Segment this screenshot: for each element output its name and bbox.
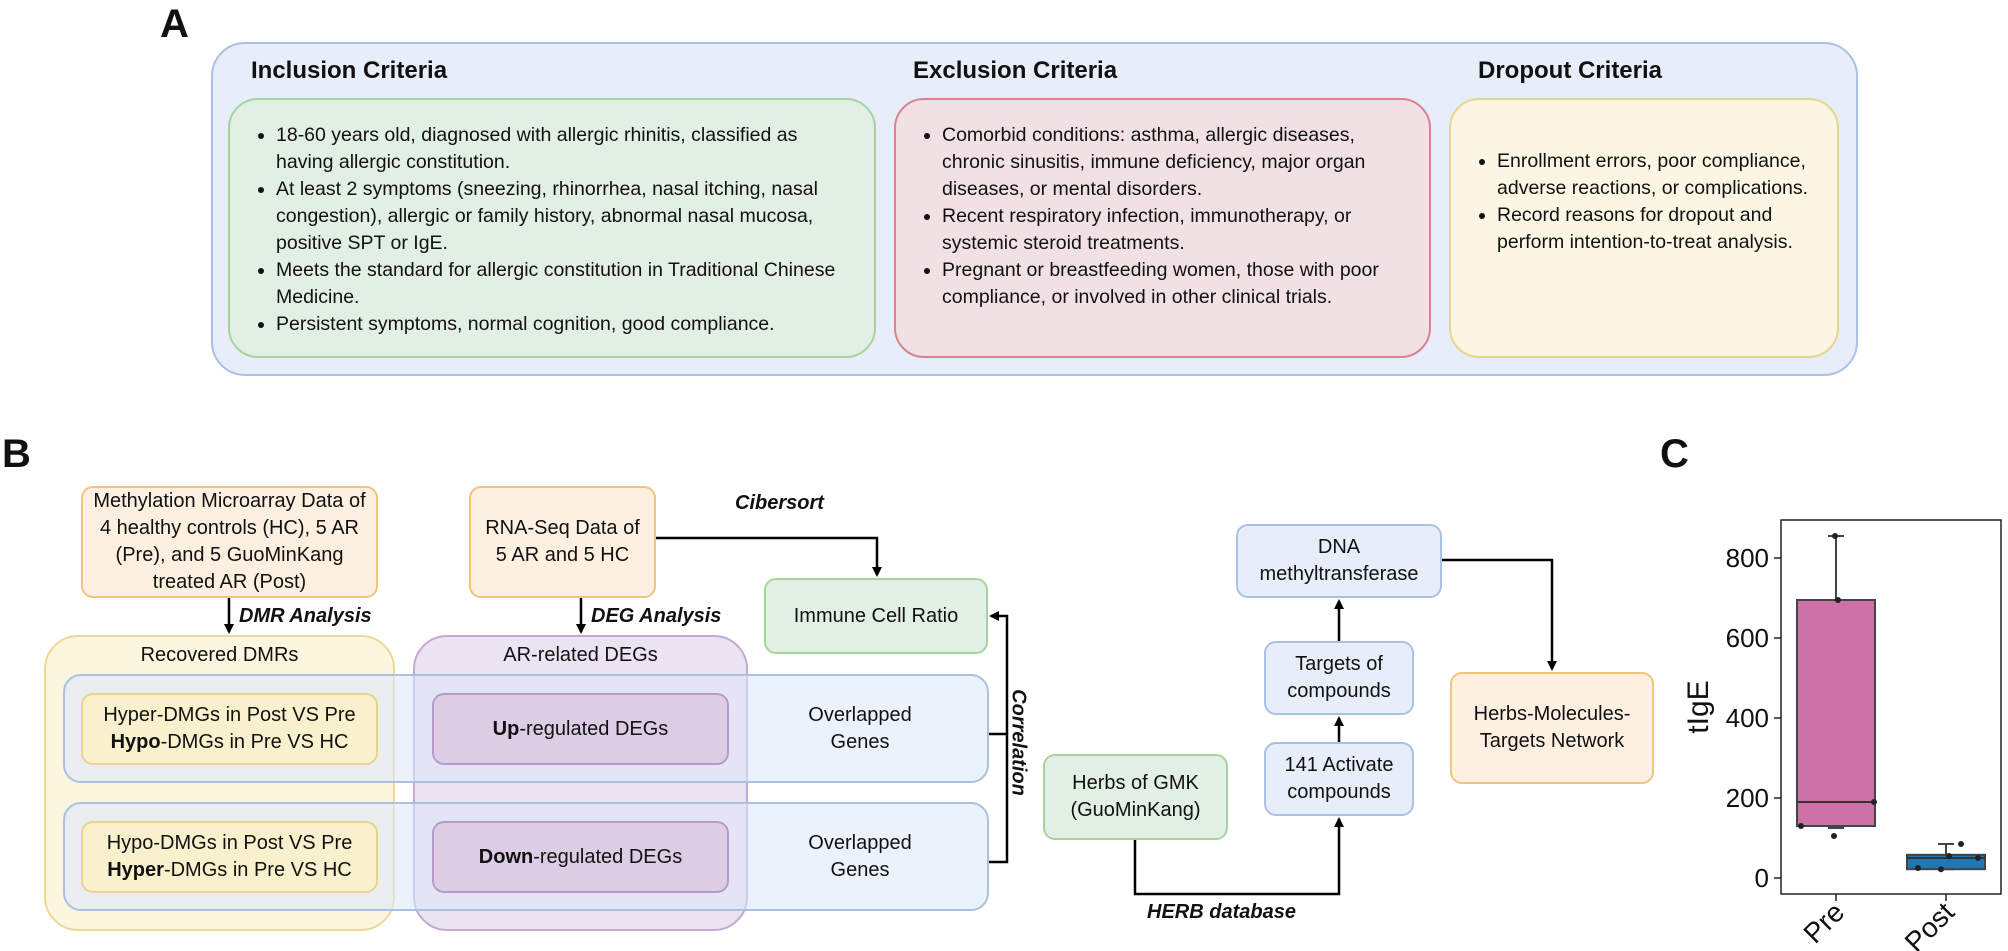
exclusion-title: Exclusion Criteria bbox=[913, 57, 1118, 84]
exclusion-item: Pregnant or breastfeeding women, those w… bbox=[942, 257, 1409, 311]
box-pre bbox=[1796, 599, 1876, 827]
arrow-herb-db bbox=[1133, 817, 1344, 896]
immune-cell-ratio-text: Immune Cell Ratio bbox=[793, 604, 959, 627]
exclusion-item: Comorbid conditions: asthma, allergic di… bbox=[942, 122, 1409, 203]
y-tick-label: 400 bbox=[1726, 703, 1769, 733]
targets-text: Targets of compounds bbox=[1287, 653, 1391, 702]
dmr-analysis-label: DMR Analysis bbox=[239, 605, 372, 627]
data-point bbox=[1915, 865, 1921, 871]
hyper-dmgs-line2-rest: -DMGs in Pre VS HC bbox=[160, 731, 349, 753]
hypo-dmgs-line2-rest: -DMGs in Pre VS HC bbox=[163, 859, 352, 881]
data-point bbox=[1946, 853, 1952, 859]
down-bold: Down bbox=[478, 845, 534, 868]
plot-frame bbox=[1780, 519, 2002, 895]
y-tick-label: 200 bbox=[1726, 783, 1769, 813]
down-regulated-degs-box: Down-regulated DEGs bbox=[432, 821, 729, 893]
arrow-correlation bbox=[989, 732, 1009, 864]
network-text: Herbs-Molecules-Targets Network bbox=[1473, 703, 1631, 752]
immune-cell-ratio-box: Immune Cell Ratio bbox=[764, 578, 988, 654]
dropout-title: Dropout Criteria bbox=[1478, 57, 1663, 84]
overlapped-genes-up: Overlapped Genes bbox=[780, 696, 940, 762]
up-bold: Up bbox=[492, 717, 520, 740]
hypo-bold: Hypo bbox=[110, 731, 161, 753]
methylation-data-text: Methylation Microarray Data of 4 healthy… bbox=[93, 490, 366, 593]
inclusion-item: At least 2 symptoms (sneezing, rhinorrhe… bbox=[276, 176, 854, 257]
hypo-dmgs-box: Hypo-DMGs in Post VS Pre Hyper-DMGs in P… bbox=[81, 821, 378, 893]
up-regulated-degs-box: Up-regulated DEGs bbox=[432, 693, 729, 765]
dropout-box: Enrollment errors, poor compliance, adve… bbox=[1449, 98, 1839, 358]
inclusion-box: 18-60 years old, diagnosed with allergic… bbox=[228, 98, 876, 358]
data-point bbox=[1832, 533, 1838, 539]
dna-methyltransferase-box: DNA methyltransferase bbox=[1236, 524, 1442, 598]
active-compounds-text: 141 Activate compounds bbox=[1284, 754, 1394, 803]
inclusion-item: Meets the standard for allergic constitu… bbox=[276, 257, 854, 311]
panel-label-b: B bbox=[2, 432, 31, 476]
arrow-correlation-up bbox=[989, 611, 1009, 734]
tige-boxplot: 0 200 400 600 800 tIgE Pre Post bbox=[1682, 519, 2002, 951]
data-point bbox=[1871, 799, 1877, 805]
panel-label-c: C bbox=[1660, 432, 1689, 476]
arrow-dnmt-network bbox=[1442, 558, 1557, 671]
correlation-label: Correlation bbox=[1007, 689, 1030, 796]
dropout-item: Enrollment errors, poor compliance, adve… bbox=[1497, 148, 1817, 202]
deg-analysis-label: DEG Analysis bbox=[591, 605, 722, 627]
hyper-bold: Hyper bbox=[107, 859, 164, 881]
herb-database-label: HERB database bbox=[1147, 901, 1296, 923]
hyper-dmgs-line1: Hyper-DMGs in Post VS Pre bbox=[103, 704, 356, 726]
y-axis-label: tIgE bbox=[1682, 680, 1715, 733]
data-point bbox=[1798, 823, 1804, 829]
down-rest: -regulated DEGs bbox=[533, 845, 683, 868]
cibersort-label: Cibersort bbox=[735, 492, 824, 514]
active-compounds-box: 141 Activate compounds bbox=[1264, 742, 1414, 816]
data-point bbox=[1958, 841, 1964, 847]
arrow-cibersort bbox=[656, 536, 882, 577]
rnaseq-data-text: RNA-Seq Data of 5 AR and 5 HC bbox=[485, 517, 640, 566]
exclusion-box: Comorbid conditions: asthma, allergic di… bbox=[894, 98, 1431, 358]
herbs-gmk-box: Herbs of GMK (GuoMinKang) bbox=[1043, 754, 1228, 840]
data-point bbox=[1975, 855, 1981, 861]
y-tick-label: 600 bbox=[1726, 623, 1769, 653]
methylation-data-box: Methylation Microarray Data of 4 healthy… bbox=[81, 486, 378, 598]
hypo-dmgs-line2: Hyper-DMGs in Pre VS HC bbox=[107, 857, 353, 884]
data-point bbox=[1835, 597, 1841, 603]
herbs-gmk-text: Herbs of GMK (GuoMinKang) bbox=[1070, 772, 1201, 821]
panel-label-a: A bbox=[160, 2, 189, 46]
network-box: Herbs-Molecules-Targets Network bbox=[1450, 672, 1654, 784]
up-rest: -regulated DEGs bbox=[519, 717, 669, 740]
inclusion-item: 18-60 years old, diagnosed with allergic… bbox=[276, 122, 854, 176]
ar-degs-label: AR-related DEGs bbox=[503, 644, 658, 666]
overlapped-genes-down-text: Overlapped Genes bbox=[808, 832, 912, 881]
inclusion-title: Inclusion Criteria bbox=[251, 57, 448, 84]
exclusion-item: Recent respiratory infection, immunother… bbox=[942, 203, 1409, 257]
recovered-dmrs-label: Recovered DMRs bbox=[140, 644, 299, 666]
y-tick-label: 0 bbox=[1755, 863, 1769, 893]
hyper-dmgs-box: Hyper-DMGs in Post VS Pre Hypo-DMGs in P… bbox=[81, 693, 378, 765]
dna-methyltransferase-text: DNA methyltransferase bbox=[1259, 536, 1419, 585]
y-tick-label: 800 bbox=[1726, 543, 1769, 573]
x-tick-label: Pre bbox=[1798, 896, 1851, 949]
x-tick-label: Post bbox=[1899, 896, 1961, 951]
dropout-item: Record reasons for dropout and perform i… bbox=[1497, 202, 1817, 256]
overlapped-genes-up-text: Overlapped Genes bbox=[808, 704, 912, 753]
overlapped-genes-down: Overlapped Genes bbox=[780, 824, 940, 890]
rnaseq-data-box: RNA-Seq Data of 5 AR and 5 HC bbox=[469, 486, 656, 598]
hyper-dmgs-line2: Hypo-DMGs in Pre VS HC bbox=[103, 729, 355, 756]
inclusion-item: Persistent symptoms, normal cognition, g… bbox=[276, 311, 854, 338]
targets-box: Targets of compounds bbox=[1264, 641, 1414, 715]
data-point bbox=[1938, 866, 1944, 873]
data-point bbox=[1831, 833, 1837, 839]
hypo-dmgs-line1: Hypo-DMGs in Post VS Pre bbox=[106, 832, 353, 854]
